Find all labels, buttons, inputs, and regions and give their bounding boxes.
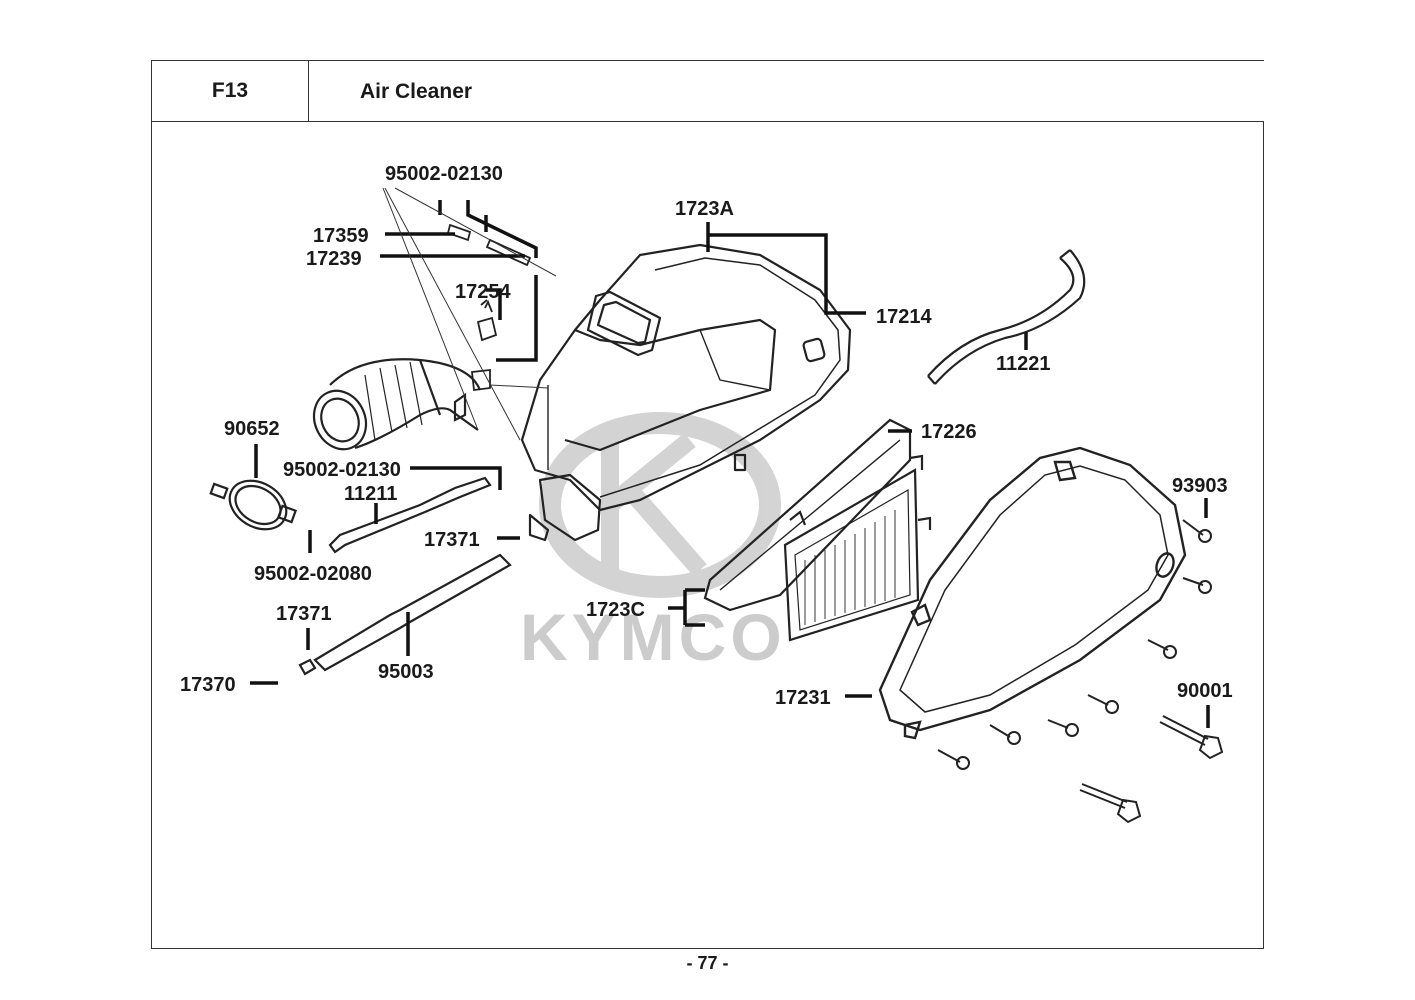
callout-17239: 17239 <box>306 248 362 270</box>
bolts-90001 <box>1079 715 1224 824</box>
fine-leader-lines <box>382 187 557 441</box>
callout-17254: 17254 <box>455 281 511 303</box>
screws-93903 <box>937 519 1212 770</box>
callout-90001: 90001 <box>1177 680 1233 702</box>
airbox-housing <box>520 243 852 542</box>
intake-duct <box>312 358 482 451</box>
small-hoses <box>298 476 512 676</box>
callout-17359: 17359 <box>313 225 369 247</box>
airbox-cover <box>878 446 1187 740</box>
callout-17370: 17370 <box>180 674 236 696</box>
callout-11221: 11221 <box>996 353 1051 375</box>
diagram-frame <box>151 121 1264 949</box>
callout-95002-02080: 95002-02080 <box>254 563 372 585</box>
callout-17226: 17226 <box>921 421 977 443</box>
callout-1723C: 1723C <box>586 599 645 621</box>
callout-17231: 17231 <box>775 687 831 709</box>
watermark-text: KYMCO <box>520 600 786 674</box>
small-fittings <box>446 223 532 392</box>
callout-17371-a: 17371 <box>424 529 480 551</box>
callout-95002-02130-top: 95002-02130 <box>385 163 503 185</box>
callout-90652: 90652 <box>224 418 280 440</box>
callout-17371-b: 17371 <box>276 603 332 625</box>
callout-95002-02130-mid: 95002-02130 <box>283 459 401 481</box>
callout-17214: 17214 <box>876 306 932 328</box>
page-number: - 77 - <box>686 953 729 973</box>
section-title: Air Cleaner <box>308 60 1264 122</box>
callout-95003: 95003 <box>378 661 434 683</box>
callout-1723A: 1723A <box>675 198 734 220</box>
clamp-90652 <box>209 479 298 531</box>
filter-element <box>703 418 932 642</box>
callout-93903: 93903 <box>1172 475 1228 497</box>
leader-lines <box>250 200 1210 728</box>
kymco-watermark <box>539 412 781 598</box>
hose-11221 <box>927 249 1086 385</box>
callout-11211: 11211 <box>344 483 397 505</box>
